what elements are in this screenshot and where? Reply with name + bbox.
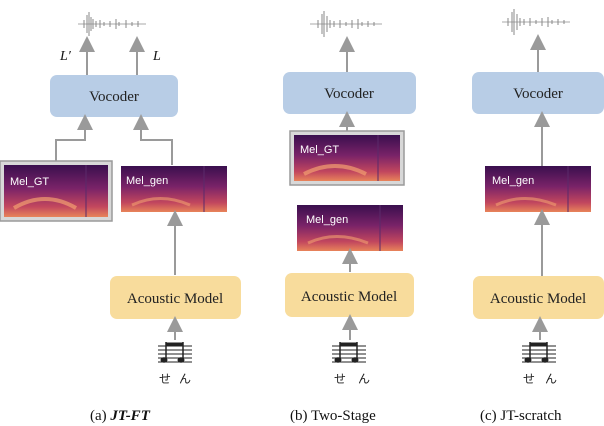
acoustic-model-label: Acoustic Model (490, 291, 586, 307)
loss-l-prime: L′ (59, 49, 72, 64)
music-score-icon (158, 342, 192, 363)
mel-gen-label: Mel_gen (306, 214, 348, 226)
kana-se: せ (523, 372, 535, 386)
arrow-mel-gt-to-vocoder (55, 114, 93, 162)
acoustic-model-label: Acoustic Model (301, 289, 397, 305)
acoustic-model-box (473, 276, 604, 319)
arrow-mel-gen-to-vocoder (133, 114, 173, 165)
mel-gen-label: Mel_gen (492, 175, 534, 187)
acoustic-model-box (110, 276, 241, 319)
waveform-icon (502, 9, 570, 35)
acoustic-model-box (285, 273, 414, 317)
panel-jt-scratch: Vocoder Mel_gen Acoustic Model せ ん (c) J… (472, 9, 604, 424)
vocoder-box (50, 75, 178, 117)
vocoder-label: Vocoder (324, 86, 374, 102)
mel-gen-spectrogram (121, 166, 227, 212)
caption-two-stage: (b) Two-Stage (290, 408, 376, 424)
kana-n: ん (545, 372, 557, 386)
loss-l: L (152, 49, 161, 64)
kana-se: せ (334, 372, 346, 386)
music-score-icon (522, 342, 556, 363)
mel-gt-label: Mel_GT (10, 176, 49, 188)
mel-gen-label: Mel_gen (126, 175, 168, 187)
vocoder-box (472, 72, 604, 114)
caption-jt-ft: (a) JT-FT (90, 408, 151, 424)
mel-gt-label: Mel_GT (300, 144, 339, 156)
vocoder-label: Vocoder (513, 86, 563, 102)
kana-se: せ (159, 372, 171, 386)
waveform-icon (310, 11, 382, 37)
caption-jt-scratch: (c) JT-scratch (480, 408, 562, 424)
vocoder-label: Vocoder (89, 89, 139, 105)
kana-n: ん (358, 372, 370, 386)
waveform-icon (78, 12, 146, 36)
panel-jt-ft: L′ L Vocoder Mel_GT Mel_gen Acoustic Mod… (0, 12, 241, 424)
mel-gt-spectrogram (294, 135, 400, 181)
vocoder-box (283, 72, 416, 114)
mel-gt-spectrogram (4, 165, 108, 217)
acoustic-model-label: Acoustic Model (127, 291, 223, 307)
panel-two-stage: Vocoder Mel_GT Mel_gen Acoustic Model (283, 11, 416, 424)
mel-gen-spectrogram (297, 205, 403, 251)
kana-n: ん (179, 372, 191, 386)
mel-gen-spectrogram (485, 166, 591, 212)
music-score-icon (332, 342, 366, 363)
